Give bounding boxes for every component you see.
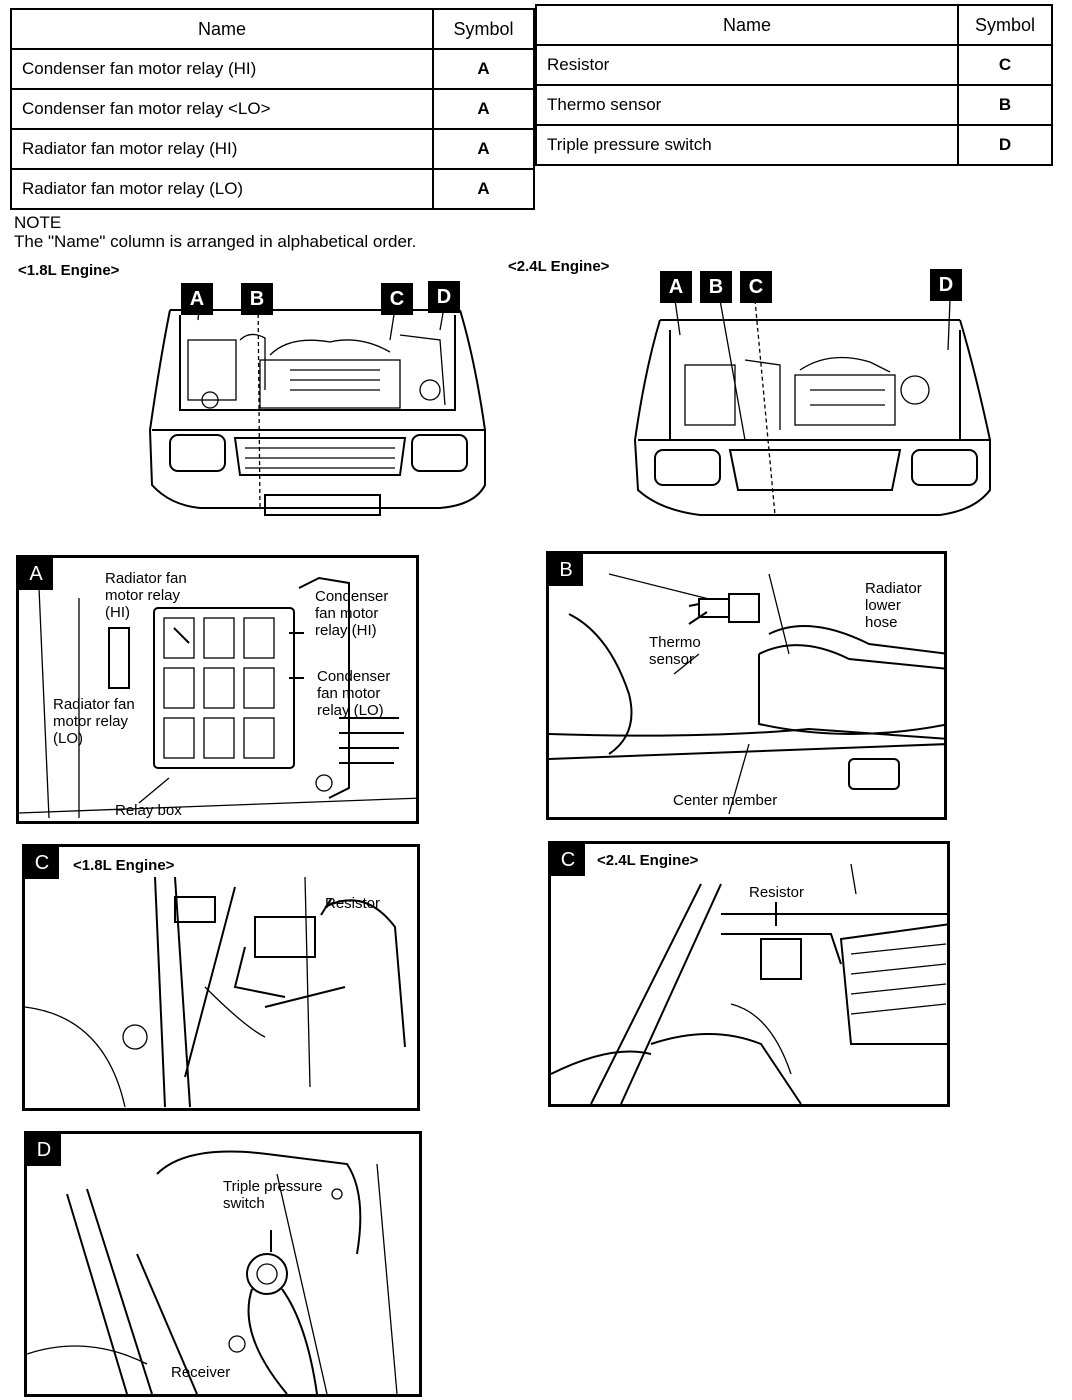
callout-a-2-4l: A xyxy=(660,271,692,303)
detail-panel-c-1-8l: C <1.8L Engine> Resistor xyxy=(22,844,420,1111)
callout-c-2-4l: C xyxy=(740,271,772,303)
row-symbol: D xyxy=(957,124,1053,166)
label-radiator-lower-hose: Radiator lower hose xyxy=(865,580,922,631)
detail-panel-a: A Radiator fan motor relay (HI) Condense… xyxy=(16,555,419,824)
detail-panel-d: D Triple pressure switch Receiver xyxy=(24,1131,422,1397)
component-table-right: Name Symbol Resistor C Thermo sensor B T… xyxy=(535,4,1053,166)
table-row: Condenser fan motor relay (HI) A xyxy=(10,48,535,90)
engine-bay-1-8l-drawing xyxy=(148,299,486,516)
panel-tag-c-2-4l: C xyxy=(551,844,585,876)
label-radiator-fan-relay-hi: Radiator fan motor relay (HI) xyxy=(105,570,187,621)
engine-bay-2-4l-drawing xyxy=(633,299,991,516)
detail-panel-b: B Thermo sensor Radiator lower hose Cent… xyxy=(546,551,947,820)
row-name: Resistor xyxy=(535,44,959,86)
panel-tag-b: B xyxy=(549,554,583,586)
label-relay-box: Relay box xyxy=(115,802,182,819)
engine-label-1-8l: <1.8L Engine> xyxy=(18,262,120,279)
callout-c-1-8l: C xyxy=(381,283,413,315)
label-condenser-fan-relay-hi: Condenser fan motor relay (HI) xyxy=(315,588,389,639)
triple-pressure-switch-drawing xyxy=(27,1150,398,1394)
label-condenser-fan-relay-lo: Condenser fan motor relay (LO) xyxy=(317,668,391,719)
panel-c-2-4l-engine-label: <2.4L Engine> xyxy=(597,852,699,869)
component-table-left: Name Symbol Condenser fan motor relay (H… xyxy=(10,8,535,210)
engine-label-2-4l: <2.4L Engine> xyxy=(508,258,610,275)
row-symbol: B xyxy=(957,84,1053,126)
table-row: Radiator fan motor relay (LO) A xyxy=(10,168,535,210)
row-symbol: A xyxy=(432,128,535,170)
header-name: Name xyxy=(535,4,959,46)
callout-d-2-4l: D xyxy=(930,269,962,301)
label-center-member: Center member xyxy=(673,792,778,809)
row-symbol: A xyxy=(432,168,535,210)
table-header-row: Name Symbol xyxy=(10,8,535,50)
panel-tag-d: D xyxy=(27,1134,61,1166)
table-row: Triple pressure switch D xyxy=(535,124,1053,166)
table-header-row: Name Symbol xyxy=(535,4,1053,46)
table-row: Resistor C xyxy=(535,44,1053,86)
table-row: Thermo sensor B xyxy=(535,84,1053,126)
header-symbol: Symbol xyxy=(957,4,1053,46)
header-name: Name xyxy=(10,8,434,50)
panel-tag-c-1-8l: C xyxy=(25,847,59,879)
row-symbol: A xyxy=(432,48,535,90)
detail-panel-c-2-4l: C <2.4L Engine> Resistor xyxy=(548,841,950,1107)
resistor-1-8l-drawing xyxy=(25,876,406,1108)
table-row: Radiator fan motor relay (HI) A xyxy=(10,128,535,170)
label-receiver: Receiver xyxy=(171,1364,231,1381)
callout-b-2-4l: B xyxy=(700,271,732,303)
label-resistor-1-8l: Resistor xyxy=(325,895,381,912)
note-title: NOTE xyxy=(14,213,62,232)
callout-a-1-8l: A xyxy=(181,283,213,315)
row-name: Condenser fan motor relay <LO> xyxy=(10,88,434,130)
header-symbol: Symbol xyxy=(432,8,535,50)
row-name: Thermo sensor xyxy=(535,84,959,126)
label-triple-pressure-switch: Triple pressure switch xyxy=(223,1178,323,1212)
row-name: Radiator fan motor relay (LO) xyxy=(10,168,434,210)
label-thermo-sensor: Thermo sensor xyxy=(649,634,701,668)
panel-tag-a: A xyxy=(19,558,53,590)
row-name: Condenser fan motor relay (HI) xyxy=(10,48,434,90)
row-name: Radiator fan motor relay (HI) xyxy=(10,128,434,170)
label-resistor-2-4l: Resistor xyxy=(749,884,805,901)
table-row: Condenser fan motor relay <LO> A xyxy=(10,88,535,130)
row-symbol: C xyxy=(957,44,1053,86)
row-name: Triple pressure switch xyxy=(535,124,959,166)
label-radiator-fan-relay-lo: Radiator fan motor relay (LO) xyxy=(53,696,135,747)
panel-c-1-8l-engine-label: <1.8L Engine> xyxy=(73,857,175,874)
relay-box-drawing xyxy=(19,576,416,819)
callout-b-1-8l: B xyxy=(241,283,273,315)
callout-d-1-8l: D xyxy=(428,281,460,313)
thermo-sensor-drawing xyxy=(549,573,944,815)
note-text: The "Name" column is arranged in alphabe… xyxy=(14,232,417,251)
row-symbol: A xyxy=(432,88,535,130)
resistor-2-4l-drawing xyxy=(551,863,947,1104)
